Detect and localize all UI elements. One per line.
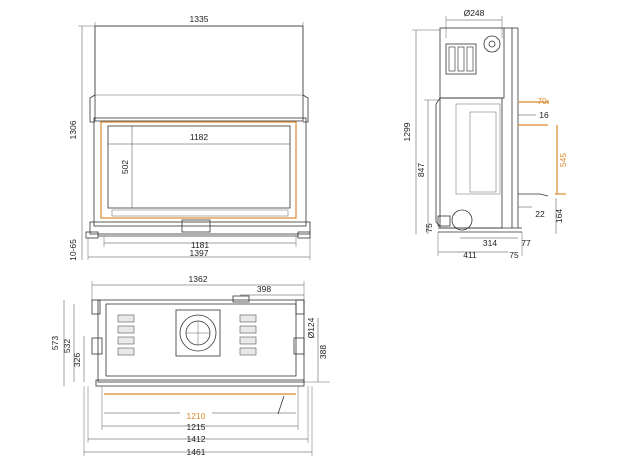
dim-glass-width-1210: 1210 <box>187 411 206 421</box>
dim-bottom-164: 164 <box>554 209 564 223</box>
top-view: 1362 398 573 <box>50 274 330 457</box>
dim-total-width-1461: 1461 <box>187 447 206 457</box>
front-glass-frame <box>100 121 297 219</box>
dim-depth-314: 314 <box>483 238 497 248</box>
dim-side-opening: 545 <box>558 153 568 167</box>
dim-leg-height: 10-65 <box>68 239 78 261</box>
dim-base-depth: 411 <box>463 250 477 260</box>
dim-depth-388: 388 <box>318 345 328 359</box>
dim-depth-573: 573 <box>50 336 60 350</box>
dim-glass-height: 502 <box>120 160 130 174</box>
dim-flue-diameter-side: Ø248 <box>464 8 485 18</box>
dim-flue-diameter-top: Ø124 <box>306 317 316 338</box>
dim-overall-height: 1306 <box>68 120 78 139</box>
dim-flue-offset: 398 <box>257 284 271 294</box>
dim-frame-width-1215: 1215 <box>187 422 206 432</box>
front-view: 1335 1306 1182 502 1181 <box>68 14 311 261</box>
dim-outer-width-1412: 1412 <box>187 434 206 444</box>
dim-offset-70: 70 <box>537 96 547 106</box>
dim-lower-height: 847 <box>416 163 426 177</box>
dim-overall-width: 1335 <box>190 14 209 24</box>
dim-offset-16: 16 <box>539 110 549 120</box>
dim-total-height: 1299 <box>402 122 412 141</box>
dim-right-75: 75 <box>509 250 519 260</box>
dim-depth-326: 326 <box>72 353 82 367</box>
side-view: Ø248 1299 847 75 <box>402 8 568 260</box>
dim-offset-22: 22 <box>535 209 545 219</box>
dim-right-77: 77 <box>521 238 531 248</box>
dim-base-width: 1397 <box>190 248 209 258</box>
dim-glass-width: 1182 <box>190 132 209 142</box>
dim-bottom-75: 75 <box>424 223 434 233</box>
dim-top-width-1362: 1362 <box>189 274 208 284</box>
dim-frame-width: 1181 <box>191 240 210 250</box>
dim-depth-532: 532 <box>62 339 72 353</box>
